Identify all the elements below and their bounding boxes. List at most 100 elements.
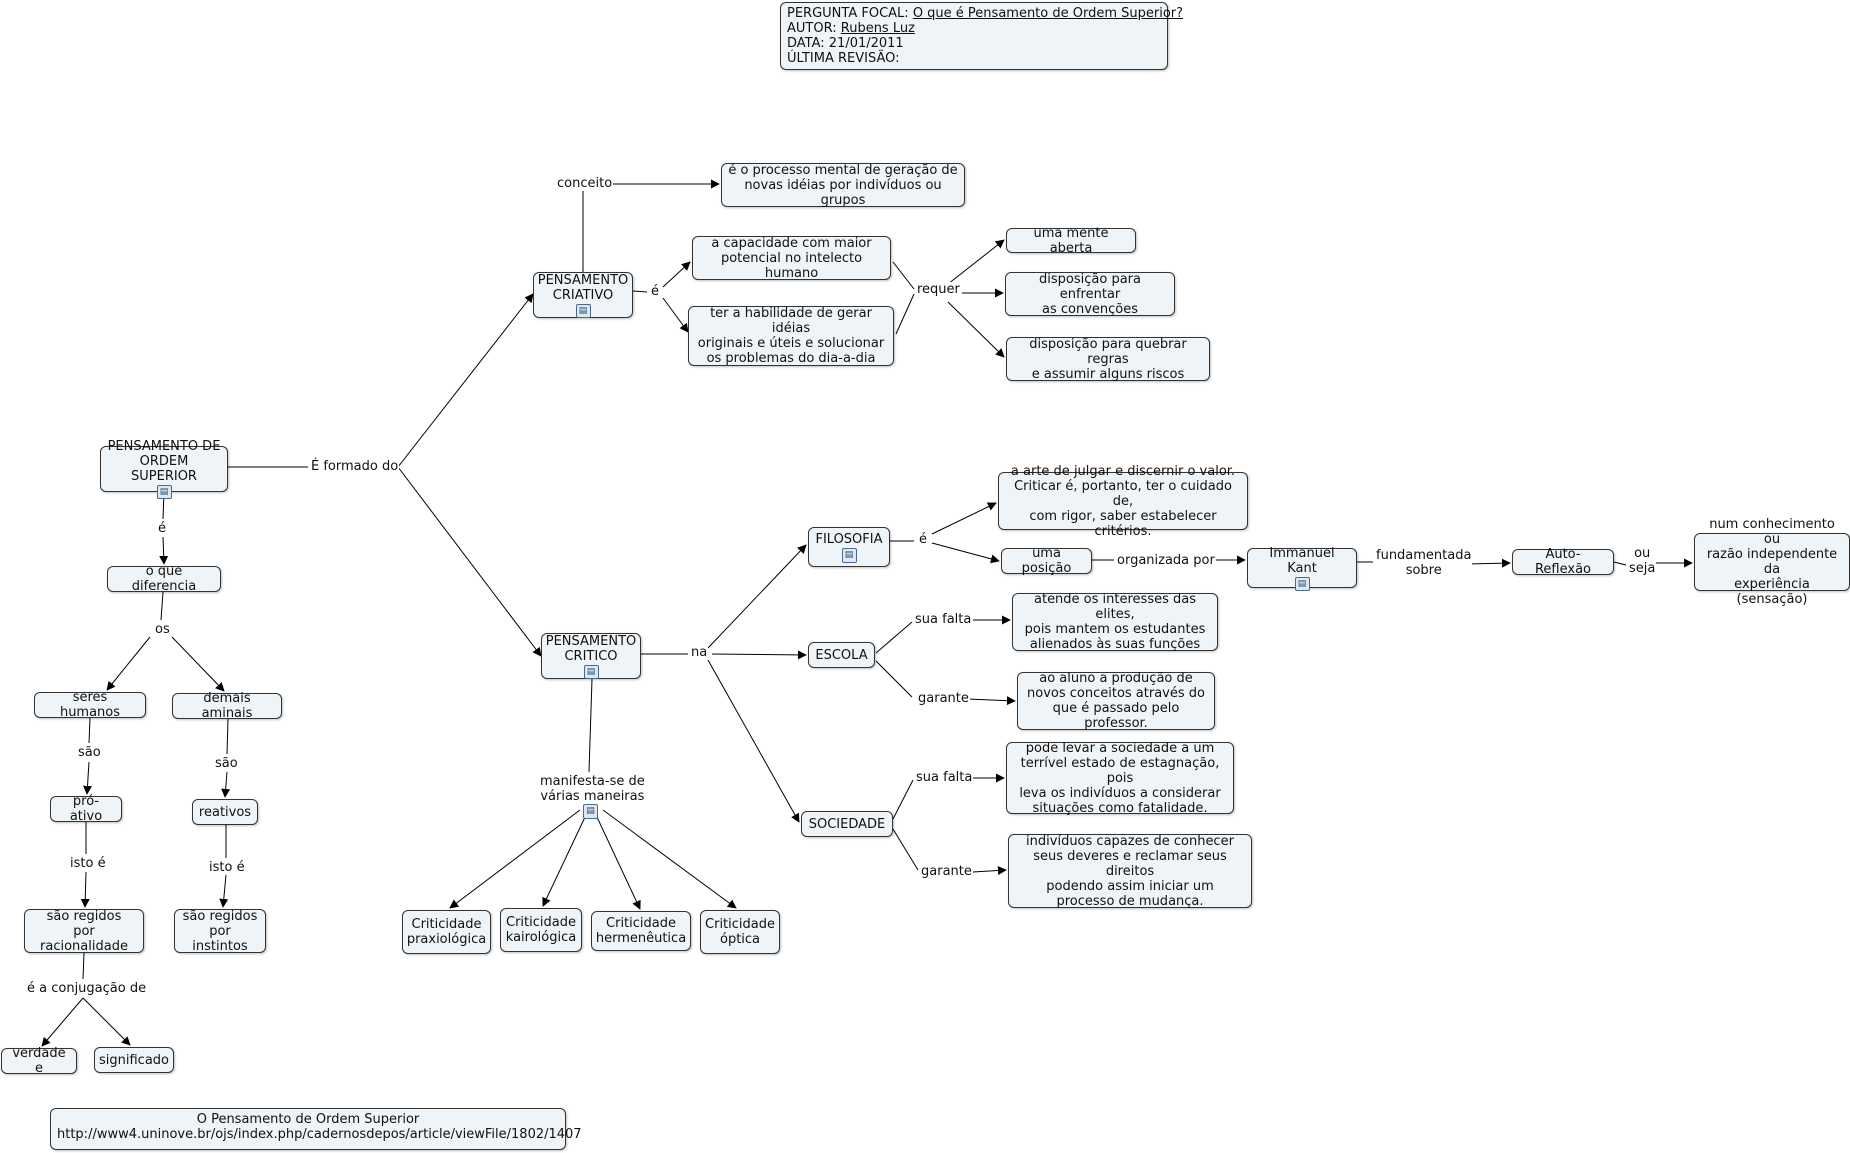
connector-arrow [711,650,807,660]
connector-arrow [397,293,534,468]
document-icon[interactable]: ▤ [156,485,172,499]
link-label-conjugacao: é a conjugação de [26,981,148,996]
connector-line [892,828,919,871]
connector-arrow [966,696,1016,706]
document-icon[interactable]: ▤ [1294,576,1310,591]
connector-line [82,952,85,980]
node-pensamento-criativo[interactable]: PENSAMENTO CRIATIVO ▤ [533,272,633,318]
connector-arrow [542,814,587,907]
reference-box[interactable]: O Pensamento de Ordem Superior http://ww… [50,1108,582,1150]
node-pro-ativo[interactable]: pró-ativo [50,794,122,824]
node-estagnacao[interactable]: pode levar a sociedade a um terrível est… [1006,741,1234,816]
node-significado[interactable]: significado [94,1047,174,1073]
link-label-garante-sociedade: garante [920,864,973,879]
connector-arrow [595,814,641,910]
node-conhecimento[interactable]: num conhecimento ou razão independente d… [1694,517,1850,607]
document-icon[interactable]: ▤ [575,303,591,318]
node-criticidade-kairologica[interactable]: Criticidade kairológica [500,908,582,952]
revision-line: ÚLTIMA REVISÃO: [787,51,900,66]
connector-arrow [707,544,807,649]
connector-arrow [931,502,997,535]
connector-arrow [947,239,1005,285]
node-auto-reflexao[interactable]: Auto-Reflexão [1512,547,1614,577]
connector-arrow [80,871,90,908]
connector-arrow [1467,558,1511,568]
reference-url[interactable]: http://www4.uninove.br/ojs/index.php/cad… [57,1127,582,1142]
connector-arrow [931,542,1000,564]
node-demais-aminais[interactable]: demais aminais [172,691,282,721]
connector-arrow [82,997,131,1046]
node-regidos-racionalidade[interactable]: são regidos por racionalidade [24,909,144,954]
node-producao-conceitos[interactable]: ao aluno a produção de novos conceitos a… [1017,671,1215,731]
node-label: PENSAMENTO CRITICO [545,633,637,664]
connector-line [892,261,915,290]
connector-line [588,678,593,773]
node-individuos-capazes[interactable]: indivíduos capazes de conhecer seus deve… [1008,834,1252,909]
node-disposicao-quebrar[interactable]: disposição para quebrar regras e assumir… [1006,337,1210,382]
node-conceito-definicao[interactable]: é o processo mental de geração de novas … [721,163,965,208]
document-icon[interactable]: ▤ [583,664,599,679]
document-icon[interactable]: ▤ [583,804,598,819]
connector-arrow [662,297,689,333]
node-immanuel-kant[interactable]: Immanuel Kant ▤ [1247,546,1357,591]
focal-label: PERGUNTA FOCAL: [787,6,909,21]
document-icon[interactable]: ▤ [841,547,857,563]
connector-arrow [602,809,737,909]
date-line: DATA: 21/01/2011 [787,36,904,51]
connector-arrow [221,771,231,798]
link-label-conceito: conceito [556,176,614,191]
link-label-sao-2: são [214,756,239,771]
connector-line [895,293,915,335]
author-label: AUTOR: [787,21,837,36]
node-criticidade-optica[interactable]: Criticidade óptica [700,910,780,954]
node-interesses-elites[interactable]: atende os interesses das elites, pois ma… [1012,592,1218,652]
connector-arrow [972,865,1007,875]
node-pensamento-critico[interactable]: PENSAMENTO CRITICO ▤ [541,633,641,679]
node-arte-de-julgar[interactable]: a arte de julgar e discernir o valor. Cr… [998,464,1248,539]
connector-line [632,290,648,293]
focal-question-link[interactable]: O que é Pensamento de Ordem Superior? [912,6,1184,21]
link-label-e-filosofia: é [918,532,928,547]
node-filosofia[interactable]: FILOSOFIA ▤ [808,527,890,567]
node-sociedade[interactable]: SOCIEDADE [801,811,893,837]
node-verdade[interactable]: verdade e [1,1046,77,1076]
link-label-formado: É formado do [310,459,400,474]
node-label: FILOSOFIA [815,531,883,547]
link-label-manifesta: manifesta-se de várias maneiras [539,774,646,804]
link-label-na: na [690,645,709,660]
connector-arrow [449,809,581,909]
node-label: PENSAMENTO DE ORDEM SUPERIOR [107,439,221,484]
node-mente-aberta[interactable]: uma mente aberta [1006,226,1136,256]
node-disposicao-enfrentar[interactable]: disposição para enfrentar as convenções [1005,272,1175,317]
node-seres-humanos[interactable]: seres humanos [34,690,146,720]
link-label-e-pos: é [157,521,167,536]
connector-line [226,718,229,755]
link-label-requer: requer [916,282,961,297]
link-label-sua-falta-sociedade: sua falta [915,770,974,785]
node-habilidade[interactable]: ter a habilidade de gerar idéias origina… [688,306,894,366]
link-label-garante-escola: garante [917,691,970,706]
header-box: PERGUNTA FOCAL: O que é Pensamento de Or… [780,2,1183,70]
connector-line [1613,561,1627,566]
link-label-ou-seja: ou seja [1628,546,1657,576]
author-link[interactable]: Rubens Luz [840,21,915,36]
node-uma-posicao[interactable]: uma posição [1001,546,1092,576]
node-criticidade-hermeneutica[interactable]: Criticidade hermenêutica [591,911,691,951]
node-criticidade-praxiologica[interactable]: Criticidade praxiológica [402,910,491,954]
link-label-organizada: organizada por [1116,553,1216,568]
connector-arrow [83,761,92,795]
node-o-que-diferencia[interactable]: o que diferencia [107,564,221,594]
node-escola[interactable]: ESCOLA [808,642,875,668]
link-label-sua-falta-escola: sua falta [914,612,973,627]
connector-arrow [219,874,229,908]
link-label-isto-2: isto é [208,860,246,875]
node-reativos[interactable]: reativos [192,799,258,825]
connector-line [875,660,913,698]
connector-arrow [662,261,691,288]
node-regidos-instintos[interactable]: são regidos por instintos [174,909,266,954]
link-label-e-criativo: é [650,284,660,299]
node-pensamento-ordem-superior[interactable]: PENSAMENTO DE ORDEM SUPERIOR ▤ [100,439,228,499]
connector-arrow [707,659,800,823]
node-capacidade[interactable]: a capacidade com maior potencial no inte… [692,236,891,281]
